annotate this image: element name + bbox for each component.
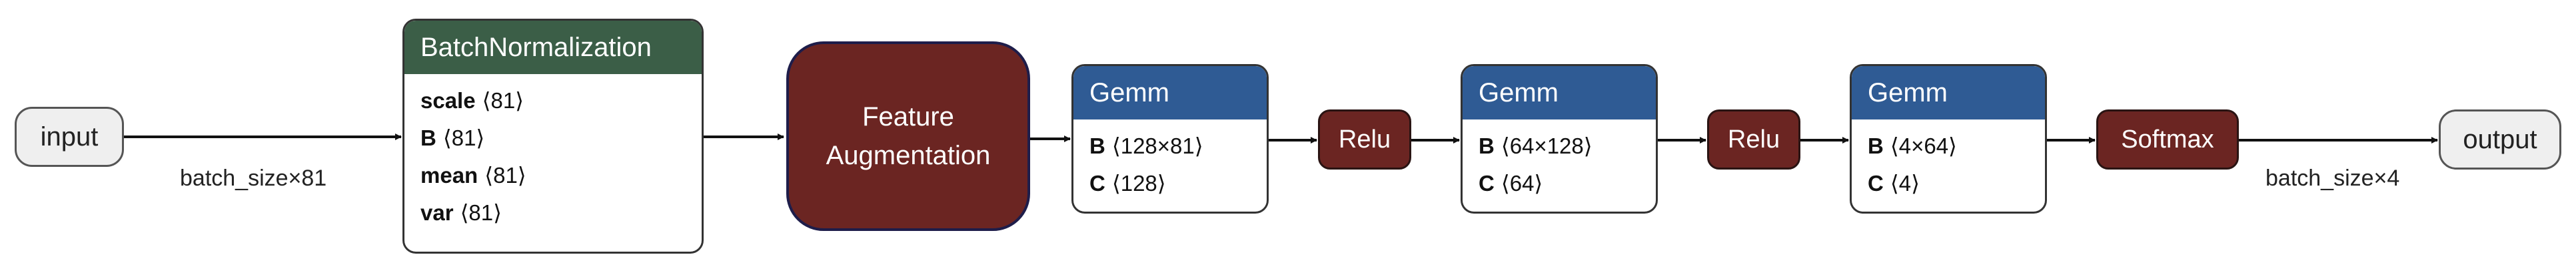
- gemm3-attr-c: C⟨4⟩: [1868, 171, 1920, 196]
- feature-augmentation-node[interactable]: Feature Augmentation: [786, 41, 1030, 231]
- output-node[interactable]: output: [2439, 109, 2561, 170]
- input-node[interactable]: input: [15, 107, 124, 167]
- batchnorm-attributes: scale⟨81⟩ B⟨81⟩ mean⟨81⟩ var⟨81⟩: [404, 74, 702, 232]
- input-label: input: [40, 121, 99, 152]
- gemm3-node[interactable]: Gemm B⟨4×64⟩ C⟨4⟩: [1850, 64, 2047, 214]
- gemm1-attributes: B⟨128×81⟩ C⟨128⟩: [1073, 119, 1267, 202]
- relu2-node[interactable]: Relu: [1707, 109, 1800, 170]
- relu1-label: Relu: [1338, 125, 1391, 154]
- gemm2-node[interactable]: Gemm B⟨64×128⟩ C⟨64⟩: [1461, 64, 1658, 214]
- batchnorm-title: BatchNormalization: [404, 21, 702, 74]
- softmax-label: Softmax: [2121, 125, 2214, 154]
- gemm1-node[interactable]: Gemm B⟨128×81⟩ C⟨128⟩: [1071, 64, 1269, 214]
- attr-mean: mean⟨81⟩: [420, 163, 526, 188]
- gemm2-attributes: B⟨64×128⟩ C⟨64⟩: [1463, 119, 1656, 202]
- gemm1-title: Gemm: [1073, 66, 1267, 119]
- relu1-node[interactable]: Relu: [1318, 109, 1411, 170]
- gemm2-attr-b: B⟨64×128⟩: [1479, 134, 1593, 158]
- edge-output-shape-label: batch_size×4: [2265, 166, 2400, 191]
- edge-input-shape-label: batch_size×81: [180, 166, 327, 191]
- gemm1-attr-b: B⟨128×81⟩: [1089, 134, 1203, 158]
- output-label: output: [2463, 124, 2537, 154]
- gemm3-title: Gemm: [1852, 66, 2045, 119]
- feature-aug-line1: Feature: [862, 102, 954, 131]
- attr-var: var⟨81⟩: [420, 200, 502, 225]
- feature-aug-line2: Augmentation: [826, 141, 991, 170]
- gemm2-title: Gemm: [1463, 66, 1656, 119]
- softmax-node[interactable]: Softmax: [2096, 109, 2239, 170]
- attr-b: B⟨81⟩: [420, 125, 485, 150]
- gemm3-attr-b: B⟨4×64⟩: [1868, 134, 1957, 158]
- gemm3-attributes: B⟨4×64⟩ C⟨4⟩: [1852, 119, 2045, 202]
- batchnorm-node[interactable]: BatchNormalization scale⟨81⟩ B⟨81⟩ mean⟨…: [402, 19, 704, 254]
- gemm2-attr-c: C⟨64⟩: [1479, 171, 1543, 196]
- relu2-label: Relu: [1727, 125, 1780, 154]
- attr-scale: scale⟨81⟩: [420, 88, 524, 113]
- gemm1-attr-c: C⟨128⟩: [1089, 171, 1166, 196]
